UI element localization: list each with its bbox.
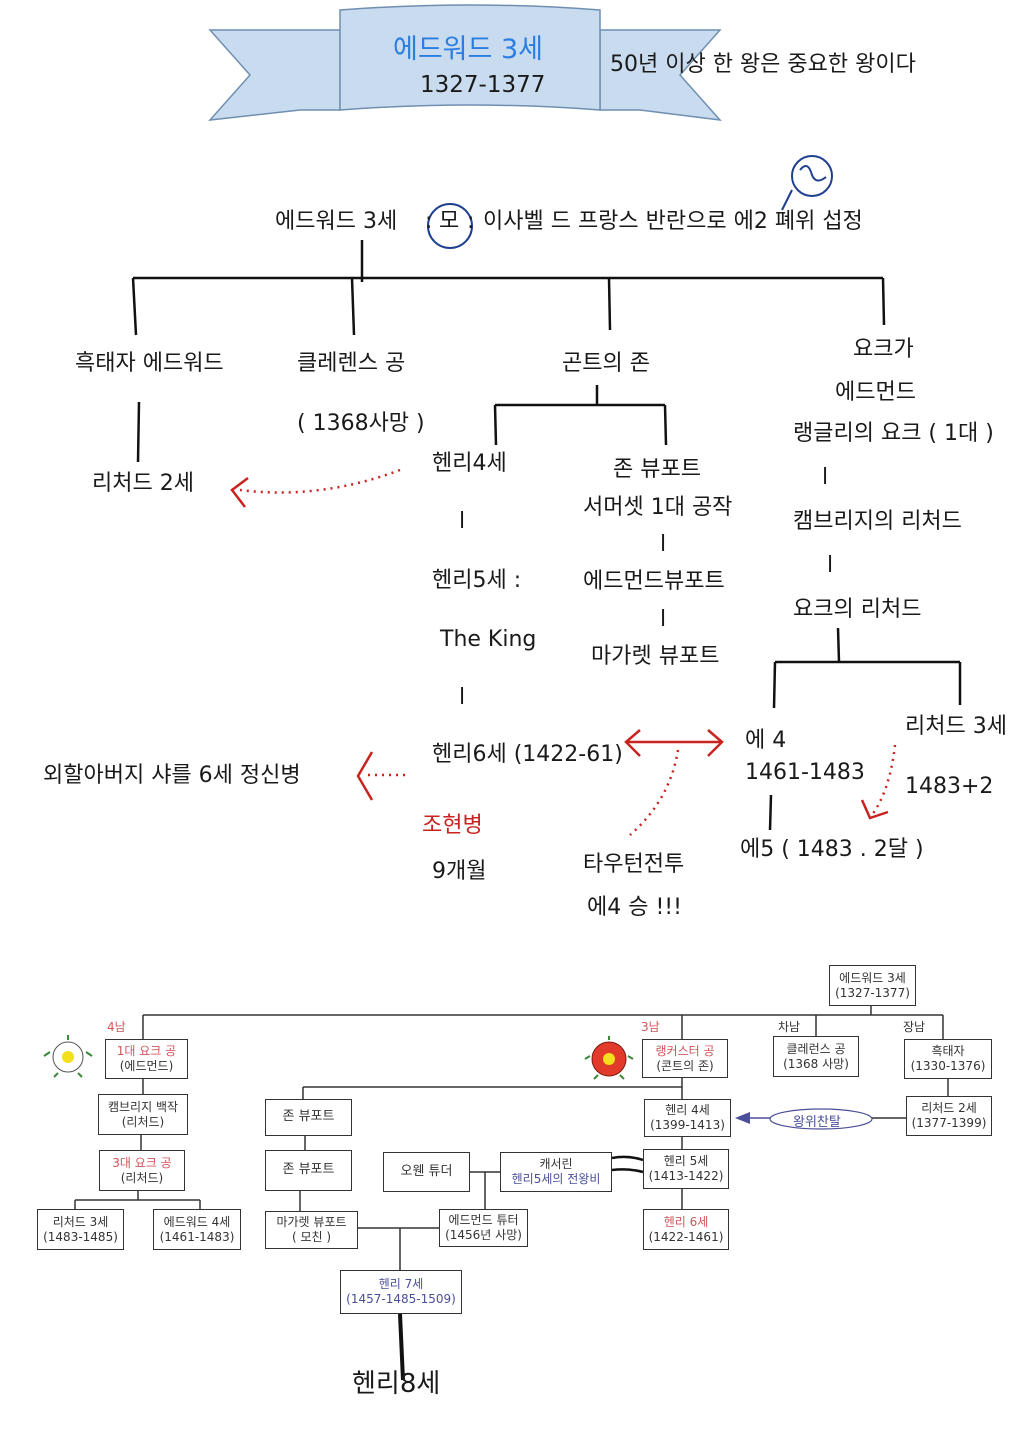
box-richard2: 리처드 2세(1377-1399) (906, 1096, 992, 1136)
henry8-line (398, 1313, 405, 1381)
ed4-win: 에4 승 !!! (587, 895, 682, 920)
box-henry6: 헨리 6세(1422-1461) (643, 1209, 729, 1250)
box-owen-tudor: 오웬 튜더 (383, 1152, 470, 1192)
clarence: 클레렌스 공 (297, 351, 406, 376)
marriage-lines (611, 1155, 644, 1174)
bar: l (660, 607, 667, 632)
langley: 랭글리의 요크 ( 1대 ) (793, 421, 994, 446)
box-john-beaufort-2: 존 뷰포트 (265, 1150, 352, 1191)
mother-label: 모 (439, 209, 460, 234)
label-fourth: 4남 (107, 1020, 126, 1034)
chart-lines (74, 1006, 949, 1270)
box-john-beaufort-1: 존 뷰포트 (265, 1099, 352, 1136)
box-henry7: 헨리 7세(1457-1485-1509) (340, 1270, 462, 1314)
schizo: 조현병 (422, 813, 483, 838)
henry5: 헨리5세 : (432, 568, 522, 593)
black-prince: 흑태자 에드워드 (75, 351, 224, 376)
somerset: 서머셋 1대 공작 (583, 495, 733, 520)
grandfather: 외할아버지 샤를 6세 정신병 (43, 763, 301, 788)
richard3-years: 1483+2 (905, 774, 994, 799)
mother-circle (427, 203, 473, 249)
usurp-ellipse (769, 1108, 873, 1130)
box-york3: 3대 요크 공(리처드) (99, 1150, 185, 1191)
ed4: 에 4 (745, 728, 787, 753)
white-rose-icon (43, 1035, 93, 1078)
henry6: 헨리6세 (1422-61) (432, 742, 623, 767)
ed5: 에5 ( 1483 . 2달 ) (740, 837, 924, 862)
box-lancaster: 랭커스터 공(콘트의 존) (642, 1039, 728, 1078)
box-edward4: 에드워드 4세(1461-1483) (153, 1209, 241, 1250)
york-richard: 요크의 리처드 (793, 597, 922, 622)
box-richard3: 리처드 3세(1483-1485) (37, 1209, 124, 1250)
banner-title: 에드워드 3세 (393, 34, 543, 65)
root-name: 에드워드 3세 (275, 209, 398, 234)
henry4: 헨리4세 (432, 451, 507, 476)
edmund: 에드먼드 (835, 380, 916, 405)
doodle-icon (781, 155, 833, 211)
sep2: : (467, 209, 475, 234)
margaret-beaufort: 마가렛 뷰포트 (591, 644, 720, 669)
sep1: : (425, 209, 433, 234)
red-annotations (230, 468, 897, 836)
arrow-icon (735, 1112, 750, 1124)
bar: l (459, 685, 466, 710)
bar: l (827, 553, 834, 578)
box-cambridge: 캠브리지 백작(리처드) (98, 1094, 188, 1135)
bar: l (459, 509, 466, 534)
john-beaufort: 존 뷰포트 (613, 457, 701, 482)
box-black-prince: 흑태자(1330-1376) (904, 1039, 992, 1079)
richard3: 리처드 3세 (905, 714, 1007, 739)
richard2: 리처드 2세 (92, 471, 194, 496)
york-house: 요크가 (853, 337, 914, 362)
the-king: The King (440, 627, 537, 652)
root-note: 이사벨 드 프랑스 반란으로 에2 폐위 섭정 (483, 209, 863, 234)
box-margaret: 마가렛 뷰포트( 모친 ) (265, 1211, 358, 1249)
henry8: 헨리8세 (352, 1369, 441, 1399)
handwritten-tree-lines (131, 240, 962, 831)
clarence-death: ( 1368사망 ) (297, 411, 425, 436)
usurp-label: 왕위찬탈 (793, 1115, 841, 1130)
bar: l (660, 532, 667, 557)
box-edmund-tudor: 에드먼드 튜터(1456년 사망) (439, 1209, 528, 1247)
label-first: 장남 (903, 1020, 926, 1034)
box-edward3: 에드워드 3세(1327-1377) (829, 965, 916, 1006)
label-second: 차남 (778, 1020, 801, 1034)
side-note: 50년 이상 한 왕은 중요한 왕이다 (610, 52, 916, 77)
ed4-years: 1461-1483 (745, 760, 865, 785)
gaunt: 곤트의 존 (562, 351, 650, 376)
edmund-beaufort: 에드먼드뷰포트 (583, 569, 725, 594)
box-york1: 1대 요크 공(에드먼드) (105, 1039, 188, 1079)
bar: l (822, 465, 829, 490)
towton: 타우턴전투 (583, 852, 685, 877)
nine-months: 9개월 (432, 859, 487, 884)
box-henry5: 헨리 5세(1413-1422) (643, 1149, 729, 1189)
box-henry4: 헨리 4세(1399-1413) (644, 1099, 731, 1137)
cambridge: 캠브리지의 리처드 (793, 509, 962, 534)
banner-years: 1327-1377 (420, 72, 546, 98)
label-third: 3남 (641, 1020, 660, 1034)
red-rose-icon (584, 1036, 634, 1080)
box-clarence: 클레런스 공(1368 사망) (773, 1036, 859, 1077)
banner-ribbon (208, 4, 722, 121)
